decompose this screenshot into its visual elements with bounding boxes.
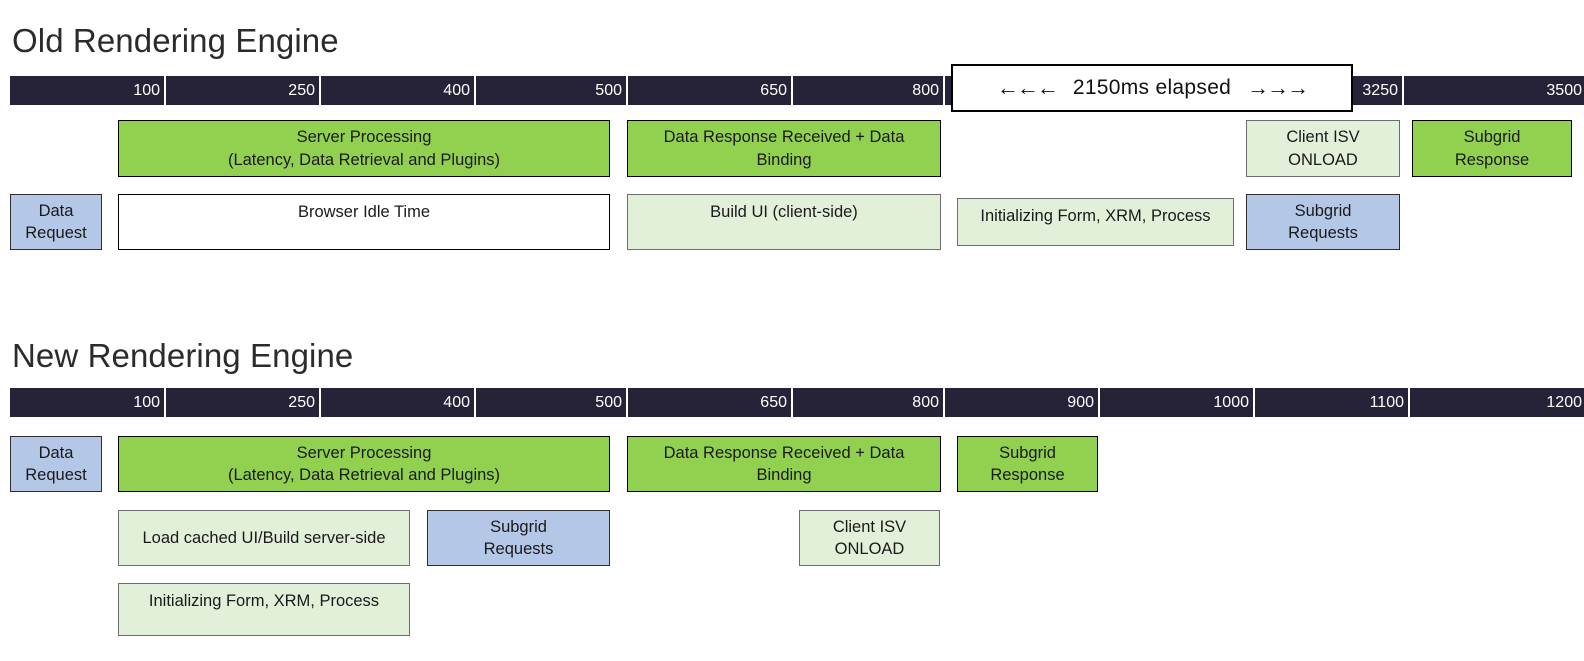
- timeline-block: Initializing Form, XRM, Process: [118, 583, 410, 636]
- timeline-ruler-new: 100 250 400 500 650 800 900 1000 1100 12…: [10, 388, 1584, 417]
- ruler-tick: 400: [321, 76, 476, 105]
- page-title-new-engine: New Rendering Engine: [12, 337, 354, 374]
- timeline-block: Server Processing(Latency, Data Retrieva…: [118, 120, 610, 177]
- right-arrows-icon: →→→: [1247, 75, 1309, 100]
- ruler-tick: 650: [628, 388, 793, 417]
- timeline-block: Load cached UI/Build server-side: [118, 510, 410, 566]
- ruler-tick: 100: [10, 388, 166, 417]
- timeline-block: Browser Idle Time: [118, 194, 610, 250]
- ruler-tick: 3250: [945, 76, 1404, 105]
- elapsed-time-label: 2150ms elapsed: [1072, 76, 1232, 99]
- ruler-tick: 400: [321, 388, 476, 417]
- ruler-tick: 500: [476, 76, 628, 105]
- ruler-tick: 250: [166, 76, 321, 105]
- timeline-block: Server Processing(Latency, Data Retrieva…: [118, 436, 610, 492]
- ruler-tick: 1200: [1546, 393, 1582, 411]
- left-arrows-icon: ←←←: [996, 75, 1059, 100]
- ruler-tick: 800: [793, 388, 945, 417]
- ruler-tick: 250: [166, 388, 321, 417]
- page-title-old-engine: Old Rendering Engine: [12, 22, 339, 59]
- ruler-tick: 3500: [1546, 81, 1582, 99]
- ruler-tick: 900: [945, 388, 1100, 417]
- elapsed-time-callout: ←←← 2150ms elapsed →→→: [951, 64, 1353, 112]
- ruler-tick: 100: [10, 76, 166, 105]
- ruler-tick: 800: [793, 76, 945, 105]
- ruler-tick: 500: [476, 388, 628, 417]
- ruler-tick: 1100: [1255, 388, 1410, 417]
- ruler-tick: 1000: [1100, 388, 1255, 417]
- timeline-block: Build UI (client-side): [627, 194, 941, 250]
- timeline-block: Initializing Form, XRM, Process: [957, 198, 1234, 246]
- ruler-tick: 650: [628, 76, 793, 105]
